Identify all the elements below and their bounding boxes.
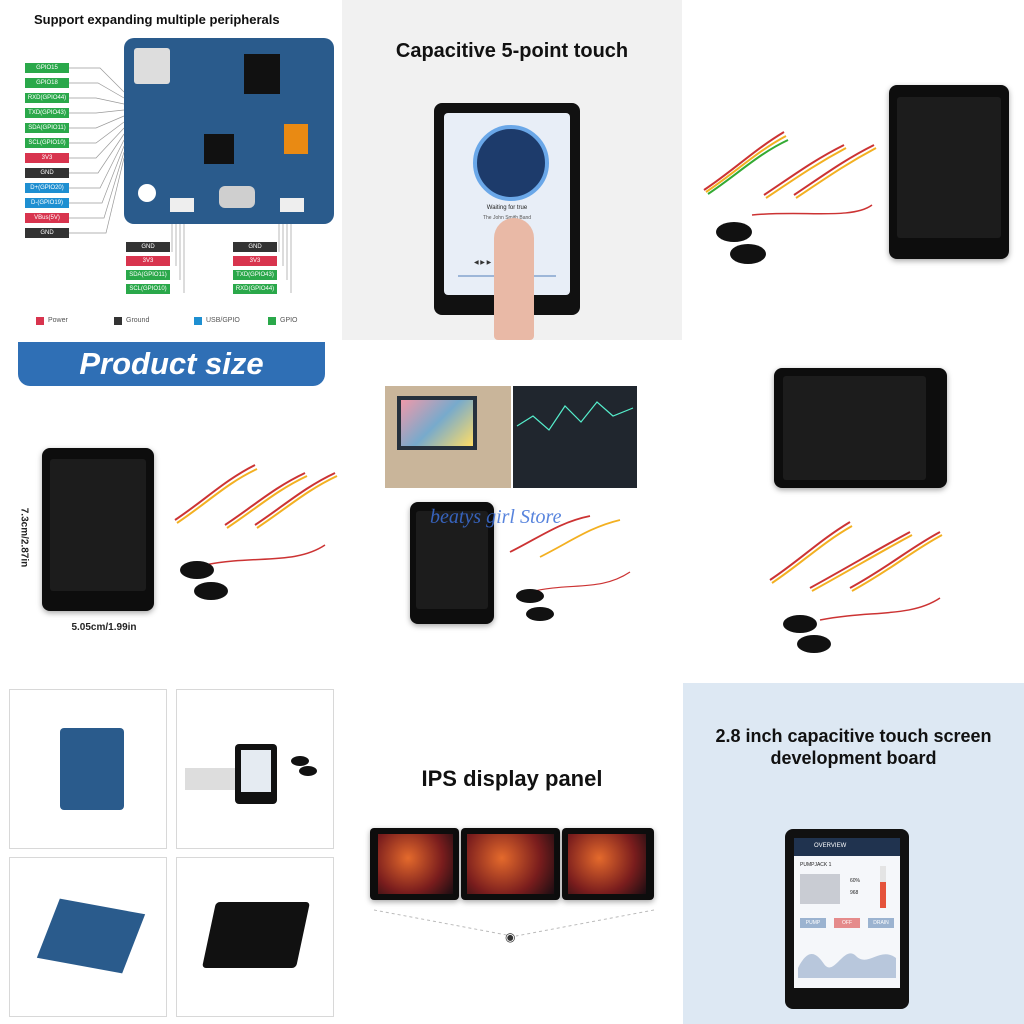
pin-label: TXD(GPIO43) bbox=[25, 108, 69, 118]
chip bbox=[244, 54, 280, 94]
song-title: Waiting for true bbox=[486, 205, 528, 211]
thumb-board-top bbox=[9, 689, 167, 849]
photo-desk bbox=[385, 386, 511, 488]
landscape-display bbox=[774, 368, 947, 488]
viewing-angle-lines bbox=[373, 909, 655, 937]
display-module bbox=[889, 85, 1009, 259]
pin-label: GND bbox=[25, 228, 69, 238]
cable-bundle bbox=[703, 131, 877, 199]
i2c-pin-label: 3V3 bbox=[126, 256, 170, 266]
product-size-banner: Product size bbox=[18, 342, 325, 386]
pumpjack-graphic bbox=[800, 874, 840, 904]
landscape-cables bbox=[769, 521, 943, 653]
thumb-display-angle bbox=[176, 857, 334, 1017]
devboard-tile: 2.8 inch capacitive touch screen develop… bbox=[683, 683, 1024, 1024]
pin-label: D-(GPIO19) bbox=[25, 198, 69, 208]
dashboard-value: 968 bbox=[850, 890, 859, 896]
sd-slot bbox=[134, 48, 170, 84]
finger bbox=[494, 218, 534, 340]
peripherals-tile: Support expanding multiple peripherals G… bbox=[0, 0, 340, 340]
height-dimension: 7.3cm/2.87in bbox=[18, 507, 30, 568]
legend-swatch-ground bbox=[114, 317, 122, 325]
dashboard-percent: 60% bbox=[850, 878, 861, 884]
watermark: beatys girl Store bbox=[430, 506, 562, 528]
legend-swatch-usb bbox=[194, 317, 202, 325]
pin-label: D+(GPIO20) bbox=[25, 183, 69, 193]
uart-pin-label: 3V3 bbox=[233, 256, 277, 266]
chip bbox=[204, 134, 234, 164]
pin-label: GND bbox=[25, 168, 69, 178]
pcb-board bbox=[124, 38, 334, 224]
dashboard-button-drain[interactable]: DRAIN bbox=[868, 918, 894, 928]
pin-label: SDA(GPIO11) bbox=[25, 123, 69, 133]
thumb-device-battery bbox=[176, 689, 334, 849]
dashboard-header-title: OVERVIEW bbox=[814, 843, 847, 849]
level-bar-fill bbox=[880, 882, 886, 908]
connector bbox=[280, 198, 304, 212]
legend-label: Power bbox=[48, 317, 68, 324]
legend-swatch-gpio bbox=[268, 317, 276, 325]
ips-title: IPS display panel bbox=[421, 766, 603, 791]
i2c-pin-label: SDA(GPIO11) bbox=[126, 270, 170, 280]
uart-pin-label: TXD(GPIO43) bbox=[233, 270, 277, 280]
pin-label: GPIO15 bbox=[25, 63, 69, 73]
uart-pin-label: GND bbox=[233, 242, 277, 252]
connector bbox=[170, 198, 194, 212]
touch-tile: Capacitive 5-point touch Waiting for tru… bbox=[342, 0, 682, 340]
dashboard-wave-chart bbox=[798, 953, 896, 978]
pin-label: GPIO18 bbox=[25, 78, 69, 88]
legend-label: USB/GPIO bbox=[206, 317, 240, 324]
ips-panel-right bbox=[562, 828, 654, 900]
speakers bbox=[716, 204, 873, 264]
size-cables bbox=[174, 464, 338, 600]
pin-label: VBus(5V) bbox=[25, 213, 69, 223]
legend-swatch-power bbox=[36, 317, 44, 325]
i2c-pin-label: GND bbox=[126, 242, 170, 252]
usb-c-port bbox=[219, 186, 255, 208]
thumb-board-angle bbox=[9, 857, 167, 1017]
photo-trading bbox=[513, 386, 637, 488]
dashboard-header: OVERVIEW bbox=[794, 838, 900, 856]
chip bbox=[284, 124, 308, 154]
eye-icon: ◉ bbox=[505, 930, 516, 944]
size-display-module bbox=[42, 448, 154, 611]
ips-panel-left bbox=[370, 828, 459, 900]
dashboard-button-off[interactable]: OFF bbox=[834, 918, 860, 928]
kit-tile bbox=[684, 0, 1024, 340]
ips-panel-center bbox=[461, 828, 560, 900]
width-dimension: 5.05cm/1.99in bbox=[71, 622, 137, 633]
dashboard-item-title: PUMPJACK 1 bbox=[800, 862, 832, 868]
pin-label: 3V3 bbox=[25, 153, 69, 163]
peripherals-title: Support expanding multiple peripherals bbox=[34, 12, 280, 27]
pin-label: SCL(GPIO10) bbox=[25, 138, 69, 148]
legend-label: Ground bbox=[126, 317, 150, 324]
mount-hole bbox=[138, 184, 156, 202]
dashboard-button-pump[interactable]: PUMP bbox=[800, 918, 826, 928]
uart-pin-label: RXD(GPIO44) bbox=[233, 284, 277, 294]
product-size-title: Product size bbox=[79, 346, 264, 381]
dashboard-screen: OVERVIEW PUMPJACK 1 60% 968 PUMP OFF DRA… bbox=[794, 838, 900, 988]
pin-label: RXD(GPIO44) bbox=[25, 93, 69, 103]
touch-title: Capacitive 5-point touch bbox=[395, 40, 629, 62]
collage-cables bbox=[509, 515, 631, 621]
devboard-title-line2: development board bbox=[770, 748, 937, 768]
legend-label: GPIO bbox=[280, 317, 298, 324]
play-controls[interactable]: ◀ ▶ ▶ bbox=[474, 260, 492, 266]
album-art bbox=[473, 125, 549, 201]
collage-display bbox=[410, 502, 494, 624]
devboard-device: OVERVIEW PUMPJACK 1 60% 968 PUMP OFF DRA… bbox=[785, 829, 909, 1009]
devboard-title-line1: 2.8 inch capacitive touch screen bbox=[715, 726, 992, 746]
i2c-pin-label: SCL(GPIO10) bbox=[126, 284, 170, 294]
